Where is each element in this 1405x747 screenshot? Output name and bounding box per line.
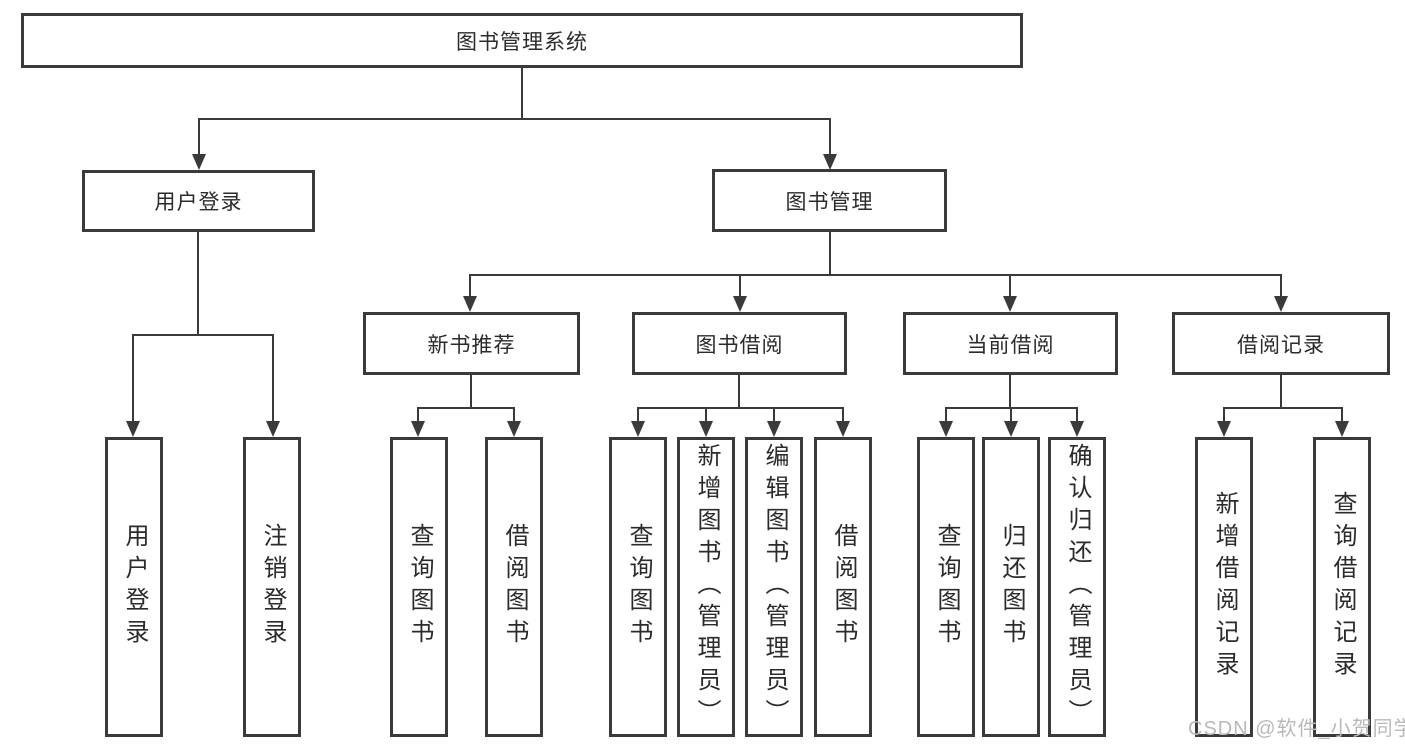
leaf-query-books-recommend: 查询图书 bbox=[390, 437, 448, 737]
arrowhead bbox=[463, 296, 477, 312]
arrowhead bbox=[939, 421, 953, 437]
connector-stem bbox=[1009, 375, 1011, 407]
connector-stem bbox=[1010, 407, 1012, 423]
arrowhead bbox=[699, 421, 713, 437]
connector-stem bbox=[1280, 274, 1282, 298]
node-book-management-label: 图书管理 bbox=[785, 190, 874, 214]
arrowhead bbox=[507, 421, 521, 437]
node-book-borrow: 图书借阅 bbox=[632, 312, 847, 375]
node-new-book-recommend-label: 新书推荐 bbox=[427, 333, 516, 357]
connector-stem bbox=[637, 407, 639, 423]
node-root-label: 图书管理系统 bbox=[456, 30, 588, 54]
leaf-query-books-current: 查询图书 bbox=[917, 437, 975, 737]
node-book-management: 图书管理 bbox=[712, 169, 947, 232]
connector-stem bbox=[469, 274, 471, 298]
connector-stem bbox=[1280, 375, 1282, 407]
leaf-label: 用户登录 bbox=[121, 523, 148, 651]
node-new-book-recommend: 新书推荐 bbox=[363, 312, 580, 375]
csdn-watermark: CSDN @软件_小贺同学 bbox=[1188, 718, 1405, 740]
connector-stem bbox=[773, 407, 775, 423]
connector-stem bbox=[739, 274, 741, 298]
leaf-user-login: 用户登录 bbox=[105, 437, 163, 737]
connector-book-mgmt-stem bbox=[829, 232, 831, 274]
leaf-add-borrow-record: 新增借阅记录 bbox=[1195, 437, 1253, 737]
node-current-borrow: 当前借阅 bbox=[903, 312, 1118, 375]
connector-user-login-branch bbox=[132, 334, 274, 336]
arrowhead bbox=[192, 154, 206, 170]
leaf-return-book: 归还图书 bbox=[982, 437, 1040, 737]
arrowhead bbox=[1003, 296, 1017, 312]
leaf-label: 查询图书 bbox=[625, 523, 652, 651]
arrowhead bbox=[411, 421, 425, 437]
connector-stem bbox=[272, 334, 274, 423]
leaf-label: 查询借阅记录 bbox=[1329, 491, 1356, 683]
connector-branch bbox=[1223, 407, 1343, 409]
leaf-edit-book-admin: 编辑图书（管理员） bbox=[745, 437, 803, 737]
connector-stem bbox=[945, 407, 947, 423]
leaf-label: 借阅图书 bbox=[830, 523, 857, 651]
leaf-logout: 注销登录 bbox=[243, 437, 301, 737]
connector-stem bbox=[198, 118, 200, 156]
arrowhead bbox=[1070, 421, 1084, 437]
leaf-confirm-return-admin: 确认归还（管理员） bbox=[1048, 437, 1106, 737]
connector-user-login-stem bbox=[197, 232, 199, 334]
connector-stem bbox=[1076, 407, 1078, 423]
leaf-label: 查询图书 bbox=[406, 523, 433, 651]
node-borrow-records: 借阅记录 bbox=[1172, 312, 1390, 375]
leaf-add-book-admin: 新增图书（管理员） bbox=[677, 437, 735, 737]
connector-stem bbox=[132, 334, 134, 423]
arrowhead bbox=[1335, 421, 1349, 437]
connector-book-mgmt-branch bbox=[469, 274, 1282, 276]
node-book-borrow-label: 图书借阅 bbox=[695, 333, 784, 357]
arrowhead bbox=[823, 154, 837, 170]
leaf-borrow-books: 借阅图书 bbox=[814, 437, 872, 737]
leaf-label: 编辑图书（管理员） bbox=[761, 443, 788, 731]
connector-stem bbox=[829, 118, 831, 156]
arrowhead bbox=[1217, 421, 1231, 437]
leaf-query-books-borrow: 查询图书 bbox=[609, 437, 667, 737]
leaf-label: 注销登录 bbox=[259, 523, 286, 651]
arrowhead bbox=[733, 296, 747, 312]
connector-stem bbox=[513, 407, 515, 423]
leaf-borrow-books-recommend: 借阅图书 bbox=[485, 437, 543, 737]
connector-stem bbox=[738, 375, 740, 407]
connector-stem bbox=[705, 407, 707, 423]
leaf-label: 确认归还（管理员） bbox=[1064, 443, 1091, 731]
leaf-label: 查询图书 bbox=[933, 523, 960, 651]
leaf-label: 归还图书 bbox=[998, 523, 1025, 651]
arrowhead bbox=[1004, 421, 1018, 437]
connector-root-branch bbox=[198, 118, 831, 120]
node-user-login: 用户登录 bbox=[82, 170, 315, 232]
arrowhead bbox=[126, 421, 140, 437]
arrowhead bbox=[266, 421, 280, 437]
node-user-login-label: 用户登录 bbox=[154, 191, 243, 214]
arrowhead bbox=[836, 421, 850, 437]
leaf-query-borrow-record: 查询借阅记录 bbox=[1313, 437, 1371, 737]
connector-stem bbox=[417, 407, 419, 423]
leaf-label: 新增图书（管理员） bbox=[693, 443, 720, 731]
connector-branch bbox=[637, 407, 844, 409]
arrowhead bbox=[1274, 296, 1288, 312]
connector-stem bbox=[1341, 407, 1343, 423]
connector-stem bbox=[470, 375, 472, 407]
node-current-borrow-label: 当前借阅 bbox=[966, 333, 1055, 357]
connector-stem bbox=[1223, 407, 1225, 423]
node-borrow-records-label: 借阅记录 bbox=[1237, 333, 1325, 357]
node-root: 图书管理系统 bbox=[21, 13, 1023, 68]
connector-stem bbox=[842, 407, 844, 423]
leaf-label: 新增借阅记录 bbox=[1211, 491, 1238, 683]
arrowhead bbox=[767, 421, 781, 437]
leaf-label: 借阅图书 bbox=[501, 523, 528, 651]
arrowhead bbox=[631, 421, 645, 437]
connector-branch bbox=[417, 407, 515, 409]
connector-root-stem bbox=[521, 68, 523, 118]
connector-stem bbox=[1009, 274, 1011, 298]
